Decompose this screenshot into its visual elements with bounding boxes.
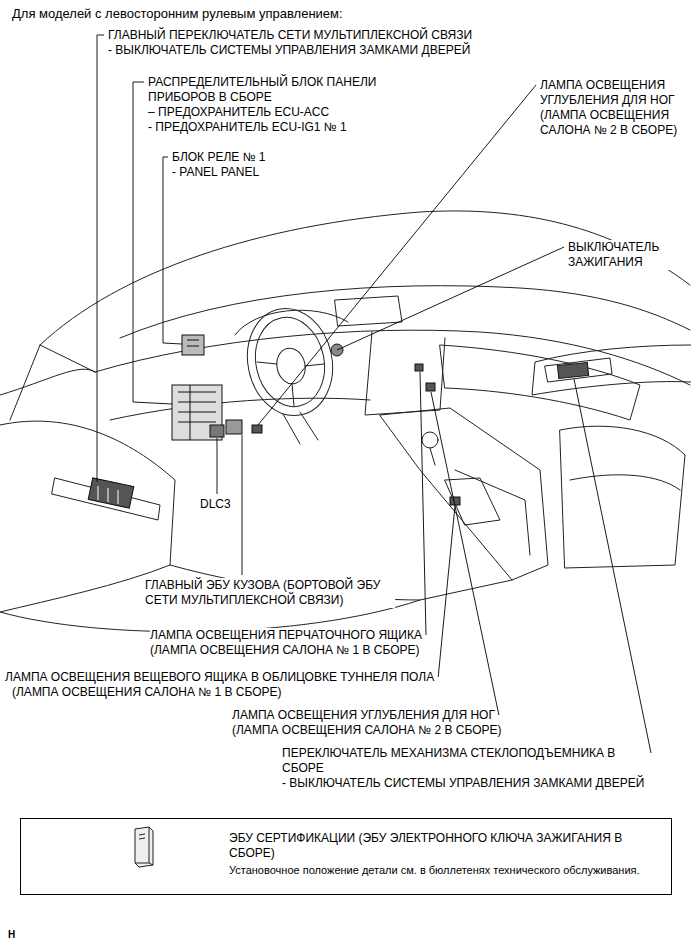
figure-code: H: [8, 928, 15, 941]
part-name: ЛАМПА ОСВЕЩЕНИЯ ВЕЩЕВОГО ЯЩИКА В ОБЛИЦОВ…: [5, 670, 434, 685]
part-name: (ЛАМПА ОСВЕЩЕНИЯ САЛОНА № 1 В СБОРЕ): [12, 685, 282, 700]
note-box: ЭБУ СЕРТИФИКАЦИИ (ЭБУ ЭЛЕКТРОННОГО КЛЮЧА…: [20, 818, 672, 895]
leader-line: [163, 157, 182, 344]
page-title: Для моделей с левосторонним рулевым упра…: [12, 6, 343, 22]
part-name: (ЛАМПА ОСВЕЩЕНИЯ САЛОНА № 2 В СБОРЕ): [540, 108, 685, 138]
leader-line: [420, 372, 426, 635]
leader-line: [574, 379, 651, 753]
leader-line: [431, 392, 499, 715]
part-name: ЛАМПА ОСВЕЩЕНИЯ УГЛУБЛЕНИЯ ДЛЯ НОГ: [232, 708, 495, 723]
leader-line: [217, 438, 218, 494]
fuse-name: - ПРЕДОХРАНИТЕЛЬ ECU-IG1 № 1: [148, 120, 347, 135]
ecu-icon: [129, 825, 159, 869]
part-name: - ВЫКЛЮЧАТЕЛЬ СИСТЕМЫ УПРАВЛЕНИЯ ЗАМКАМИ…: [108, 43, 470, 58]
part-name: ГЛАВНЫЙ ПЕРЕКЛЮЧАТЕЛЬ СЕТИ МУЛЬТИПЛЕКСНО…: [108, 28, 472, 43]
part-name: - ВЫКЛЮЧАТЕЛЬ СИСТЕМЫ УПРАВЛЕНИЯ ЗАМКАМИ…: [282, 776, 644, 791]
part-name: (ЛАМПА ОСВЕЩЕНИЯ САЛОНА № 1 В СБОРЕ): [150, 643, 420, 658]
part-name: ЭБУ СЕРТИФИКАЦИИ (ЭБУ ЭЛЕКТРОННОГО КЛЮЧА…: [229, 831, 659, 861]
fuse-name: – ПРЕДОХРАНИТЕЛЬ ECU-ACC: [148, 105, 329, 120]
leader-line: [242, 435, 243, 575]
part-name: ЛАМПА ОСВЕЩЕНИЯ ПЕРЧАТОЧНОГО ЯЩИКА: [150, 628, 422, 643]
leader-line: [258, 85, 536, 425]
part-name: ВЫКЛЮЧАТЕЛЬ ЗАЖИГАНИЯ: [568, 240, 683, 270]
note-text: Установочное положение детали см. в бюлл…: [229, 863, 659, 877]
relay-name: - PANEL PANEL: [172, 165, 259, 180]
leader-line: [97, 35, 104, 482]
part-name: РАСПРЕДЕЛИТЕЛЬНЫЙ БЛОК ПАНЕЛИ ПРИБОРОВ В…: [148, 75, 438, 105]
part-name: ЛАМПА ОСВЕЩЕНИЯ УГЛУБЛЕНИЯ ДЛЯ НОГ: [540, 78, 680, 108]
leader-line: [438, 506, 455, 677]
part-name: (ЛАМПА ОСВЕЩЕНИЯ САЛОНА № 2 В СБОРЕ): [232, 723, 502, 738]
connector-name: DLC3: [200, 497, 231, 512]
part-name: ПЕРЕКЛЮЧАТЕЛЬ МЕХАНИЗМА СТЕКЛОПОДЪЕМНИКА…: [282, 746, 647, 776]
part-name: ГЛАВНЫЙ ЭБУ КУЗОВА (БОРТОВОЙ ЭБУ СЕТИ МУ…: [145, 578, 395, 608]
leader-line: [337, 247, 564, 350]
part-name: БЛОК РЕЛЕ № 1: [172, 150, 266, 165]
